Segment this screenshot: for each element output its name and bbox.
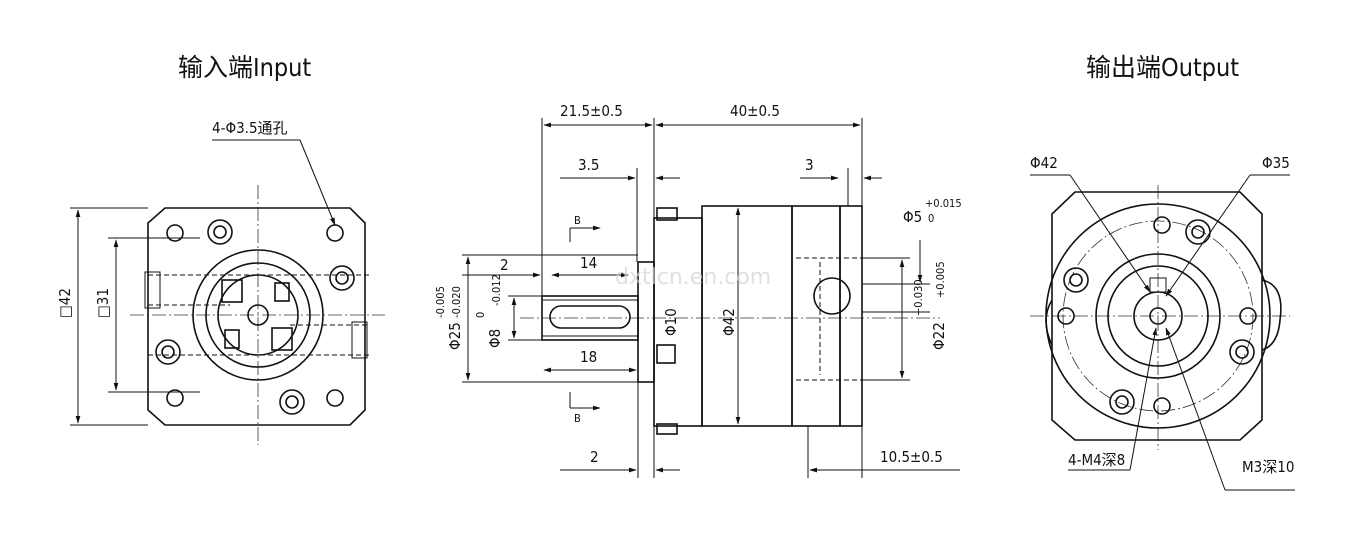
screw-hole bbox=[155, 339, 181, 365]
output-view: Φ42 Φ35 4-M4深8 M3深10 bbox=[1030, 154, 1295, 491]
dia-pilot-tol-lower: -0.020 bbox=[450, 286, 463, 318]
mounting-hole bbox=[166, 389, 184, 407]
outer-square-dim: □42 bbox=[56, 288, 74, 318]
screw-hole bbox=[1063, 267, 1089, 293]
dia-shaft: Φ8 bbox=[486, 329, 504, 348]
dia-shaft-tol-lower: -0.012 bbox=[490, 274, 503, 306]
mounting-hole bbox=[1153, 397, 1171, 415]
thread-note-2: M3深10 bbox=[1242, 458, 1294, 476]
dia-body: Φ42 bbox=[720, 308, 738, 336]
dim-output-length: 10.5±0.5 bbox=[880, 448, 943, 466]
dim-shaft-length: 18 bbox=[580, 348, 597, 366]
dim-shoulder: 3.5 bbox=[578, 156, 599, 174]
dia-output-tol-upper: +0.030 bbox=[912, 279, 925, 316]
watermark: dxtlcn.en.com bbox=[615, 265, 771, 290]
dim-key-offset: 2 bbox=[500, 256, 509, 274]
mounting-hole bbox=[326, 389, 344, 407]
screw-hole bbox=[207, 219, 233, 245]
inner-square-dim: □31 bbox=[94, 288, 112, 318]
screw-hole bbox=[1109, 389, 1135, 415]
mounting-hole bbox=[1153, 216, 1171, 234]
dia-bore-tol-upper: +0.015 bbox=[925, 197, 962, 210]
screw-hole bbox=[1185, 219, 1211, 245]
input-view: 4-Φ3.5通孔 □42 □31 bbox=[56, 119, 385, 445]
mounting-hole bbox=[1239, 307, 1257, 325]
dia-hub: Φ10 bbox=[662, 308, 680, 336]
screw-hole bbox=[279, 389, 305, 415]
hole-note: 4-Φ3.5通孔 bbox=[212, 119, 288, 137]
section-mark-top: B bbox=[574, 214, 581, 227]
input-title: 输入端Input bbox=[178, 53, 311, 82]
dia-pilot: Φ25 bbox=[446, 322, 464, 350]
dim-input-length: 21.5±0.5 bbox=[560, 102, 623, 120]
dia-outer: Φ42 bbox=[1030, 154, 1058, 172]
dia-output-pilot: Φ22 bbox=[930, 322, 948, 350]
mounting-hole bbox=[1057, 307, 1075, 325]
dia-bore-tol-lower: 0 bbox=[928, 212, 934, 225]
mounting-hole bbox=[166, 224, 184, 242]
section-mark-bottom: B bbox=[574, 412, 581, 425]
dia-shaft-tol-upper: 0 bbox=[474, 312, 487, 318]
screw-hole bbox=[1229, 339, 1255, 365]
screw-hole bbox=[329, 265, 355, 291]
dim-body-length: 40±0.5 bbox=[730, 102, 780, 120]
dia-output-tol-lower: +0.005 bbox=[934, 261, 947, 298]
dim-bottom-gap: 2 bbox=[590, 448, 599, 466]
dia-bore: Φ5 bbox=[903, 208, 922, 226]
output-title: 输出端Output bbox=[1086, 53, 1239, 82]
dia-inner: Φ35 bbox=[1262, 154, 1290, 172]
thread-note-1: 4-M4深8 bbox=[1068, 451, 1125, 469]
dia-pilot-tol-upper: -0.005 bbox=[434, 286, 447, 318]
mounting-hole bbox=[326, 224, 344, 242]
dim-key-length: 14 bbox=[580, 254, 597, 272]
dim-flange: 3 bbox=[805, 156, 814, 174]
side-view: B B 21.5±0.5 40±0.5 3.5 3 2 14 18 Φ25 -0… bbox=[434, 102, 962, 478]
